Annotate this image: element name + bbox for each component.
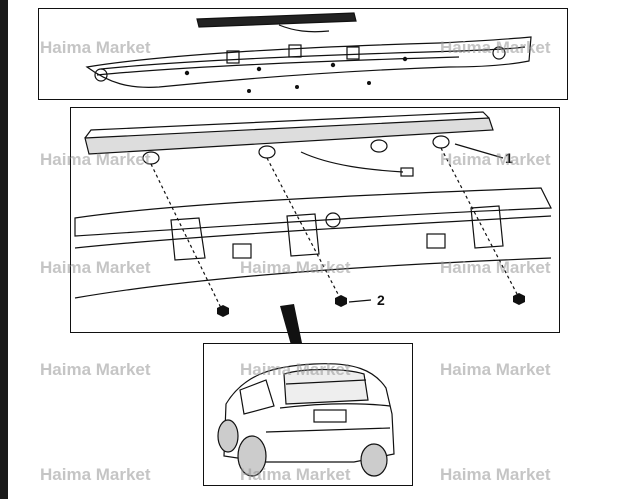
watermark: Haima Market (440, 465, 551, 484)
callout-label-2: 2 (377, 292, 385, 308)
detail-panel: 1 2 (70, 107, 560, 333)
vehicle-location-panel (203, 343, 413, 486)
callout-label-1: 1 (505, 150, 513, 166)
watermark: Haima Market (40, 465, 151, 484)
watermark: Haima Market (440, 360, 551, 379)
spoiler-overview-drawing (85, 12, 532, 93)
left-edge-strip (0, 0, 8, 499)
overview-panel (38, 8, 568, 100)
watermark: Haima Market (40, 360, 151, 379)
spoiler-detail-drawing (74, 111, 552, 317)
vehicle-rear-drawing (217, 363, 395, 477)
